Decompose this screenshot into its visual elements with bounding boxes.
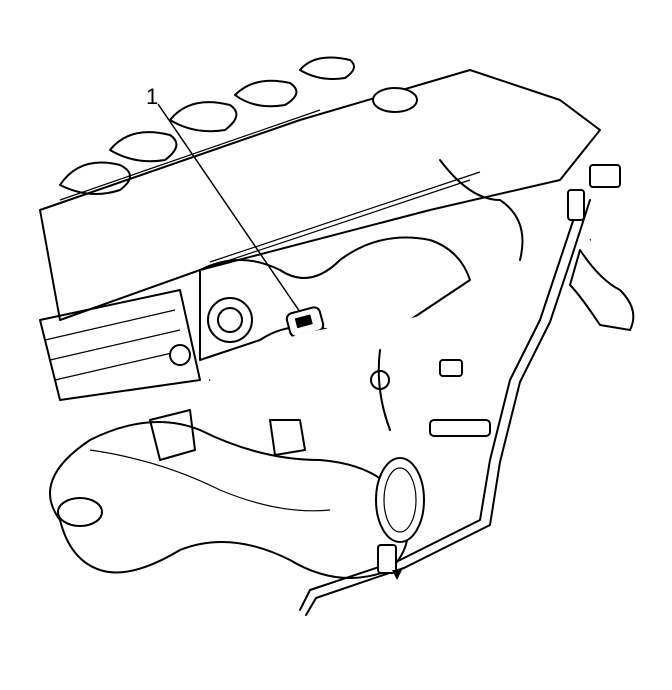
callout-leader-line (157, 103, 301, 313)
callout-label-1: 1 (146, 84, 159, 109)
